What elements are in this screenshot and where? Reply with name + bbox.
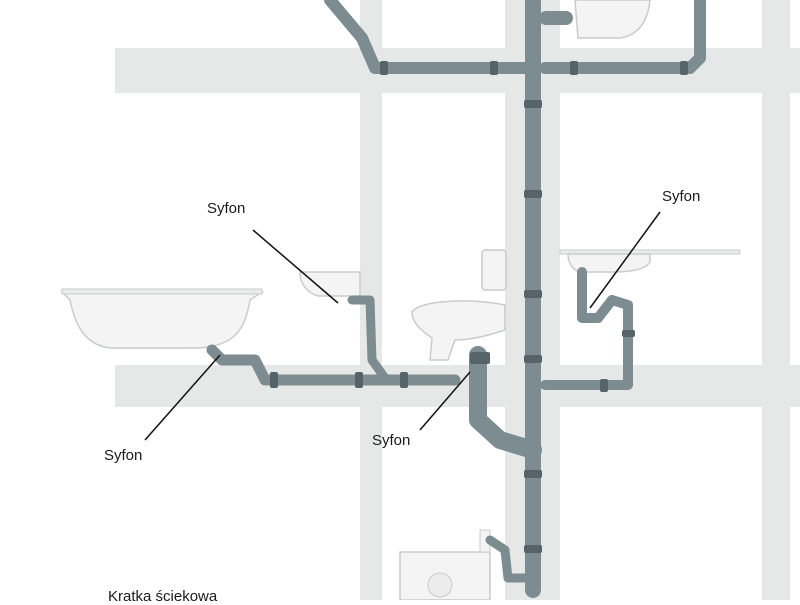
label-trap-upper-right: Syfon [662,188,701,205]
label-floor-drain: Kratka ściekowa [108,588,218,605]
washbasin-upper-left [299,271,361,297]
label-trap-upper-left: Syfon [207,200,246,217]
washing-machine [399,529,491,601]
label-trap-toilet: Syfon [372,432,411,449]
label-trap-bathtub: Syfon [104,447,143,464]
toilet [411,249,507,361]
pipe-joints [270,61,688,553]
leader-lines [144,211,661,441]
upper-toilet [574,0,651,39]
bathtub [60,288,265,349]
washbasin-right [559,249,741,273]
